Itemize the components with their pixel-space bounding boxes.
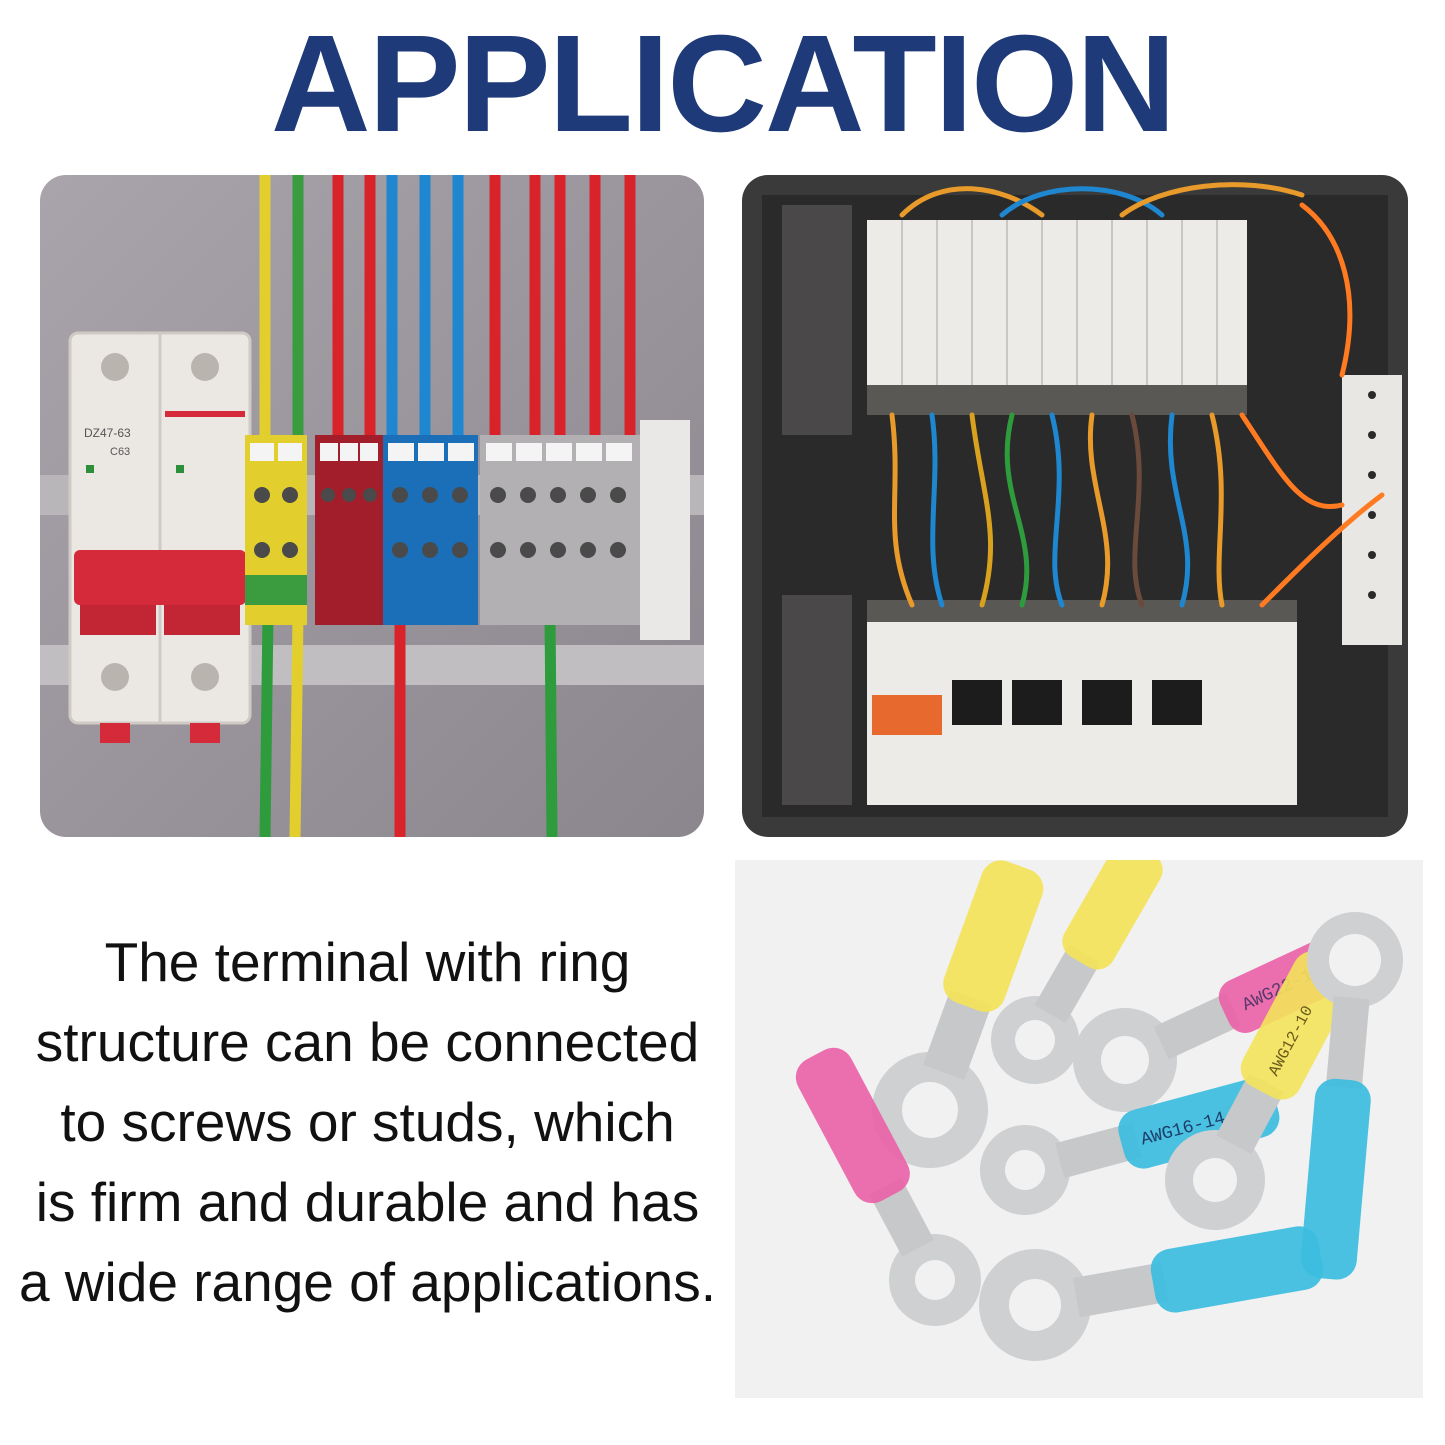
description-text: The terminal with ring structure can be … xyxy=(0,922,735,1322)
description-line: to screws or studs, which xyxy=(60,1091,675,1153)
circuit-breaker-din-rail-photo-icon: DZ47-63 C63 xyxy=(40,175,704,837)
breaker-label: DZ47-63 xyxy=(84,426,131,440)
ring-terminals-photo: AWG22-16 AWG16-14 AWG12-10 xyxy=(735,860,1423,1398)
description-line: The terminal with ring xyxy=(104,931,631,993)
electrical-control-panel-photo-icon xyxy=(742,175,1408,837)
control-panel-photo xyxy=(742,175,1408,837)
heat-shrink-ring-terminals-photo-icon: AWG22-16 AWG16-14 AWG12-10 xyxy=(735,860,1423,1398)
page-title: APPLICATION xyxy=(270,7,1176,161)
circuit-breaker-photo: DZ47-63 C63 xyxy=(40,175,704,837)
description-line: structure can be connected xyxy=(35,1011,700,1073)
description-line: is firm and durable and has xyxy=(35,1171,700,1233)
breaker-rating: C63 xyxy=(110,446,130,458)
description-line: a wide range of applications. xyxy=(18,1251,717,1313)
